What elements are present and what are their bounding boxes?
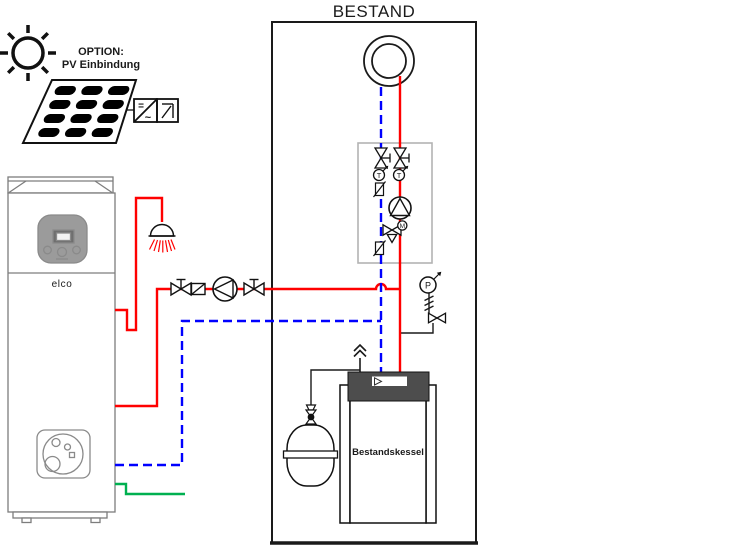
heat-pump-unit: elco — [7, 176, 116, 524]
heat-pump-lid — [7, 176, 114, 194]
shower-icon — [148, 223, 176, 253]
heating-flow-pipe — [115, 282, 400, 408]
svg-text:T: T — [397, 171, 402, 180]
pressure-gauge: P — [419, 271, 442, 294]
mixing-station-frame — [357, 142, 433, 264]
svg-text:T: T — [377, 171, 382, 180]
green-connection-pipe — [115, 482, 185, 496]
control-knob-center — [56, 246, 68, 258]
shutoff-valve-right — [243, 278, 265, 297]
thermometer-return: T — [372, 165, 389, 182]
pv-panel-icon — [21, 79, 138, 144]
burner-indicator-icon — [374, 376, 383, 386]
flue-arrow-icon — [353, 343, 367, 374]
control-knob-left — [43, 245, 52, 255]
station-pump — [388, 196, 412, 220]
thermometer-flow: T — [392, 165, 409, 182]
control-knob-right — [72, 245, 81, 255]
heating-circuit-icon — [363, 35, 415, 87]
mixing-valve: M — [382, 220, 408, 244]
svg-text:P: P — [425, 281, 431, 291]
balancing-valve-lower — [373, 240, 386, 257]
shutoff-valve-left — [170, 278, 192, 297]
sun-icon — [0, 25, 56, 81]
inverter-dc-label: = — [138, 101, 144, 112]
return-pipe — [115, 319, 381, 467]
option-label-line1: OPTION: — [78, 46, 124, 58]
inverter-icon: = ~ — [126, 98, 179, 124]
inverter-ac-label: ~ — [145, 112, 152, 124]
balancing-valve-upper — [373, 181, 386, 198]
expansion-vessel-piping — [310, 369, 360, 410]
heat-pump-base — [12, 511, 108, 524]
mixer-actuator — [397, 220, 408, 231]
dhw-pipe — [115, 196, 164, 332]
safety-group-piping — [400, 293, 434, 334]
heat-pump-brand-label: elco — [52, 279, 73, 290]
heat-pump-hydraulic-port — [36, 429, 91, 479]
boiler-burner-panel — [347, 371, 430, 402]
existing-boiler: Bestandskessel — [339, 371, 437, 524]
foot-left — [21, 517, 32, 524]
bestand-title: BESTAND — [333, 2, 416, 21]
station-valve-flow — [392, 147, 410, 169]
station-valve-return — [373, 147, 391, 169]
foot-right — [90, 517, 101, 524]
safety-valve — [427, 312, 447, 324]
option-label-line2: PV Einbindung — [62, 59, 140, 71]
boiler-label: Bestandskessel — [352, 447, 424, 458]
circulation-pump — [212, 276, 238, 302]
vessel-membrane-band — [282, 450, 339, 459]
expansion-vessel — [282, 404, 339, 487]
breaker-icon — [161, 103, 174, 119]
shower-spray — [148, 239, 176, 253]
bestand-box — [270, 21, 478, 545]
heat-pump-control-panel — [37, 214, 88, 264]
vessel-cap-valve — [304, 404, 318, 425]
check-valve — [190, 282, 206, 296]
svg-text:M: M — [400, 223, 405, 230]
